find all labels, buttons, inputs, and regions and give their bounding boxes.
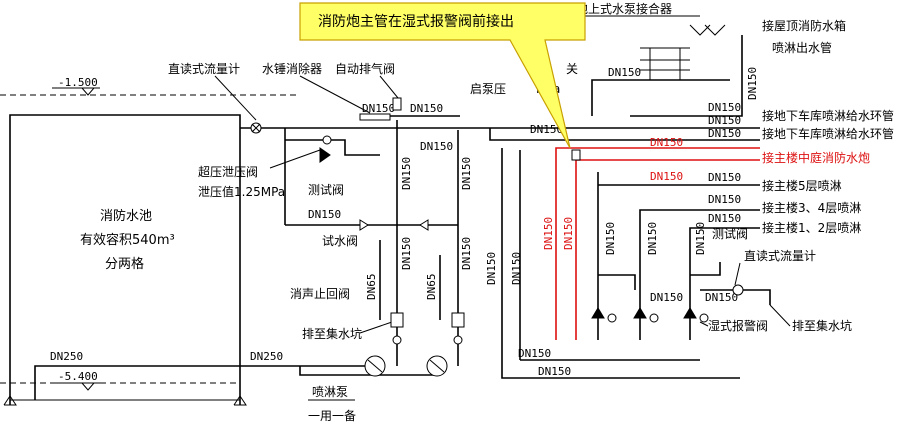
svg-text:DN150: DN150 (410, 102, 443, 115)
svg-text:DN150: DN150 (530, 123, 563, 136)
auto-vent-valve-symbol (392, 97, 402, 111)
roof-tank-outlet-label: 喷淋出水管 (772, 40, 832, 55)
relief-setpoint-label: 泄压值1.25MPa (198, 184, 285, 199)
pool-volume: 有效容积540m³ (80, 232, 175, 248)
svg-text:DN150: DN150 (562, 217, 575, 250)
svg-text:-5.400: -5.400 (58, 370, 98, 383)
auto-vent-label: 自动排气阀 (335, 61, 395, 76)
svg-text:DN150: DN150 (708, 101, 741, 114)
svg-text:-1.500: -1.500 (58, 76, 98, 89)
svg-text:DN150: DN150 (708, 127, 741, 140)
ground-pump-adapters: DN150 (591, 24, 730, 116)
svg-text:DN150: DN150 (542, 217, 555, 250)
drain-pit-right-label: 排至集水坑 (792, 318, 852, 333)
pump-redundancy-label: 一用一备 (308, 409, 356, 423)
test-valve-right-label: 测试阀 (712, 226, 748, 241)
svg-text:DN150: DN150 (538, 365, 571, 378)
svg-text:DN150: DN150 (604, 222, 617, 255)
svg-text:DN150: DN150 (308, 208, 341, 221)
svg-text:DN150: DN150 (400, 157, 413, 190)
svg-text:DN150: DN150 (518, 347, 551, 360)
svg-text:DN65: DN65 (425, 274, 438, 301)
svg-text:DN150: DN150 (400, 237, 413, 270)
svg-text:DN150: DN150 (646, 222, 659, 255)
svg-text:DN250: DN250 (50, 350, 83, 363)
water-hammer-arrester-symbol (359, 113, 391, 121)
svg-text:DN150: DN150 (650, 170, 683, 183)
garage-ring-label-1: 接地下车库喷淋给水环管 (762, 108, 894, 123)
svg-text:DN150: DN150 (608, 66, 641, 79)
fire-water-pool: 消防水池 有效容积540m³ 分两格 (3, 114, 247, 406)
suction-pipe: DN250 DN250 (34, 350, 440, 400)
floor-branches: DN150 DN150 DN150 DN150 DN150 (591, 172, 760, 340)
svg-text:DN150: DN150 (694, 222, 707, 255)
riser-check-valves (390, 312, 465, 345)
roof-tank-label: 接屋顶消防水箱 (762, 18, 846, 33)
svg-text:DN150: DN150 (746, 67, 759, 100)
elevation-top-marker: -1.500 (52, 76, 100, 96)
svg-text:DN150: DN150 (362, 102, 395, 115)
bottom-manifold: DN150 DN150 DN150 DN150 (485, 148, 740, 379)
svg-text:DN150: DN150 (708, 114, 741, 127)
relief-valve-label: 超压泄压阀 (198, 164, 258, 179)
test-drain-lines: DN150 DN150 (598, 262, 771, 305)
start-pump-pressure-label: 启泵压 (470, 82, 506, 96)
test-valve-left-label: 测试阀 (308, 182, 344, 197)
svg-text:DN150: DN150 (708, 212, 741, 225)
pressure-switch-label-tail: 关 (566, 62, 578, 76)
ground-adapter-label: 地上式水泵接合器 (576, 1, 672, 16)
pump-risers: DN150 DN150 DN150 DN150 (396, 120, 473, 366)
svg-text:DN150: DN150 (460, 237, 473, 270)
svg-text:DN250: DN250 (250, 350, 283, 363)
drain-pit-left-label: 排至集水坑 (302, 326, 362, 341)
callout-text: 消防炮主管在湿式报警阀前接出 (318, 13, 514, 30)
svg-text:DN65: DN65 (365, 274, 378, 301)
svg-text:DN150: DN150 (705, 291, 738, 304)
spray-pump-1 (364, 355, 386, 377)
garage-ring-label-2: 接地下车库喷淋给水环管 (762, 126, 894, 141)
spray-pump-2 (426, 355, 448, 377)
svg-text:DN150: DN150 (650, 291, 683, 304)
svg-text:DN150: DN150 (708, 171, 741, 184)
svg-text:DN150: DN150 (708, 193, 741, 206)
roof-tank-pipe: DN150 DN150 (630, 35, 759, 117)
callout: 消防炮主管在湿式报警阀前接出 (299, 2, 586, 149)
wet-alarm-valve-label: 湿式报警阀 (708, 318, 768, 333)
svg-text:DN150: DN150 (420, 140, 453, 153)
water-hammer-label: 水锤消除器 (262, 61, 322, 76)
floor-3-4-label: 接主楼3、4层喷淋 (762, 200, 861, 215)
svg-text:DN150: DN150 (650, 136, 683, 149)
pool-partitions: 分两格 (105, 256, 144, 272)
cannon-main-pipe: DN150 DN150 DN150 DN150 (542, 136, 760, 340)
floor-5-label: 接主楼5层喷淋 (762, 178, 842, 193)
floor-1-2-label: 接主楼1、2层喷淋 (762, 220, 861, 235)
pool-name: 消防水池 (100, 208, 152, 224)
svg-text:DN150: DN150 (485, 252, 498, 285)
flow-meter-top (250, 122, 262, 134)
flow-meter-right-label: 直读式流量计 (744, 249, 816, 263)
silent-check-valve-label: 消声止回阀 (290, 287, 350, 301)
atrium-cannon-label: 接主楼中庭消防水炮 (762, 150, 870, 165)
svg-text:DN150: DN150 (510, 252, 523, 285)
test-water-line: DN65 DN65 DN150 (284, 128, 458, 320)
elevation-bottom-marker: -5.400 (52, 370, 100, 391)
svg-text:DN150: DN150 (460, 157, 473, 190)
flow-meter-label: 直读式流量计 (168, 62, 240, 76)
relief-valve-line (285, 135, 380, 163)
spray-pump-label: 喷淋泵 (312, 385, 348, 399)
test-water-valve-label: 试水阀 (322, 233, 358, 248)
